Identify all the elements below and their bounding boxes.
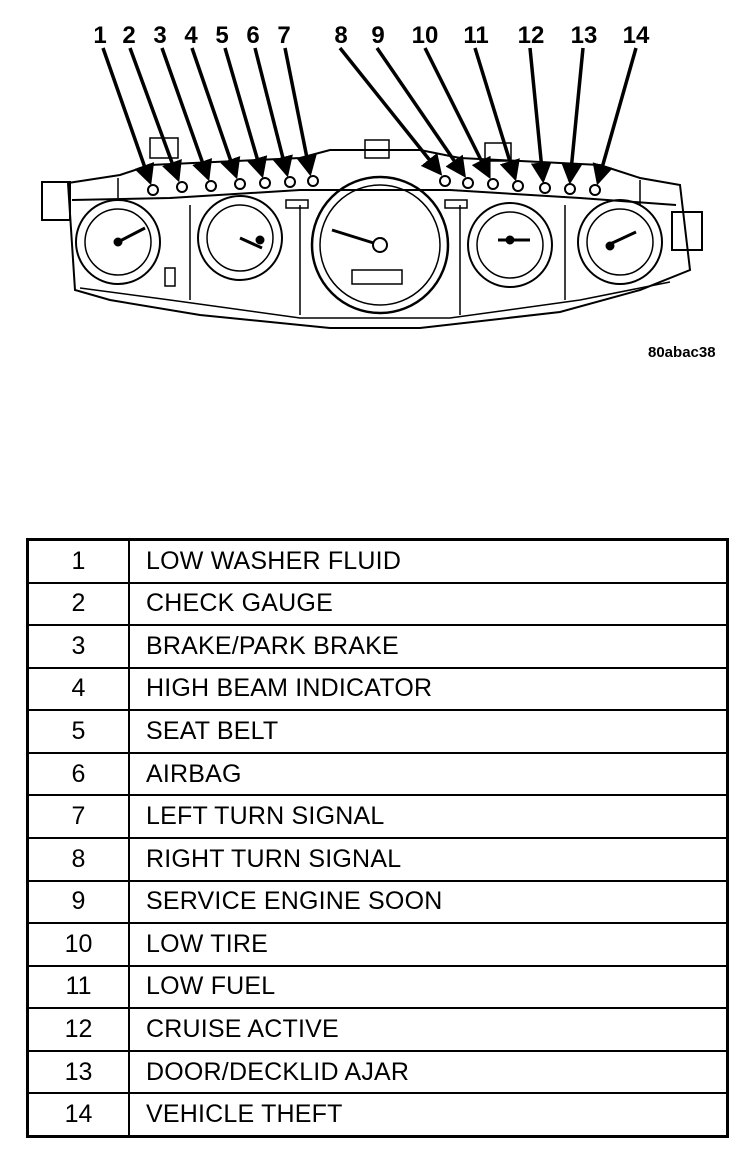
- row-number: 2: [26, 581, 130, 627]
- row-number: 8: [26, 836, 130, 882]
- row-label: LOW WASHER FLUID: [128, 538, 729, 584]
- row-number: 13: [26, 1049, 130, 1095]
- row-label: DOOR/DECKLID AJAR: [128, 1049, 729, 1095]
- lamp-5: [259, 177, 271, 189]
- callout-13: 13: [571, 22, 598, 49]
- callout-numbers: 1 2 3 4 5 6 7 8 9 10 11 12 13 14: [93, 22, 650, 49]
- row-label: LOW TIRE: [128, 922, 729, 967]
- lamp-4: [234, 178, 246, 190]
- row-number: 4: [26, 666, 130, 712]
- gauge-4: [577, 199, 663, 285]
- gauge-1: [75, 199, 161, 285]
- lamp-13: [564, 183, 576, 195]
- row-label: CHECK GAUGE: [128, 581, 729, 627]
- instrument-cluster-diagram: 1 2 3 4 5 6 7 8 9 10 11 12 13 14 80abac3…: [41, 22, 716, 361]
- lamp-12: [539, 182, 551, 194]
- row-number: 7: [26, 794, 130, 839]
- callout-leaders: [101, 46, 638, 186]
- row-number: 1: [26, 538, 130, 584]
- figure-id-label: 80abac38: [648, 344, 716, 361]
- gauge-3: [467, 202, 553, 288]
- callout-3: 3: [153, 22, 166, 49]
- row-number: 6: [26, 751, 130, 797]
- lamp-10: [487, 178, 499, 190]
- row-label: LEFT TURN SIGNAL: [128, 794, 729, 839]
- row-label: BRAKE/PARK BRAKE: [128, 624, 729, 669]
- speedometer: [310, 175, 450, 315]
- callout-7: 7: [277, 22, 290, 49]
- lamp-14: [589, 184, 601, 196]
- lamp-9: [462, 177, 474, 189]
- row-label: AIRBAG: [128, 751, 729, 797]
- row-number: 12: [26, 1007, 130, 1052]
- lamp-7: [307, 175, 319, 187]
- row-number: 5: [26, 709, 130, 754]
- row-label: CRUISE ACTIVE: [128, 1007, 729, 1052]
- row-number: 9: [26, 879, 130, 925]
- row-label: HIGH BEAM INDICATOR: [128, 666, 729, 712]
- lamp-8: [439, 175, 451, 187]
- callout-5: 5: [215, 22, 228, 49]
- row-number: 3: [26, 624, 130, 669]
- indicator-lamps: [147, 175, 601, 196]
- callout-14: 14: [623, 22, 650, 49]
- row-label: SEAT BELT: [128, 709, 729, 754]
- callout-6: 6: [246, 22, 259, 49]
- lamp-11: [512, 180, 524, 192]
- row-label: RIGHT TURN SIGNAL: [128, 836, 729, 882]
- row-label: SERVICE ENGINE SOON: [128, 879, 729, 925]
- callout-8: 8: [334, 22, 347, 49]
- lamp-2: [176, 181, 188, 193]
- gauge-2: [197, 195, 283, 281]
- callout-1: 1: [93, 22, 106, 49]
- callout-10: 10: [412, 22, 439, 49]
- row-number: 11: [26, 964, 130, 1010]
- callout-12: 12: [518, 22, 545, 49]
- row-label: LOW FUEL: [128, 964, 729, 1010]
- callout-2: 2: [122, 22, 135, 49]
- cluster-housing: [41, 137, 703, 329]
- row-label: VEHICLE THEFT: [128, 1092, 729, 1138]
- lamp-3: [205, 180, 217, 192]
- lamp-6: [284, 176, 296, 188]
- lamp-1: [147, 184, 159, 196]
- row-number: 10: [26, 922, 130, 967]
- callout-9: 9: [371, 22, 384, 49]
- callout-4: 4: [184, 22, 198, 49]
- callout-11: 11: [463, 22, 488, 49]
- row-number: 14: [26, 1092, 130, 1138]
